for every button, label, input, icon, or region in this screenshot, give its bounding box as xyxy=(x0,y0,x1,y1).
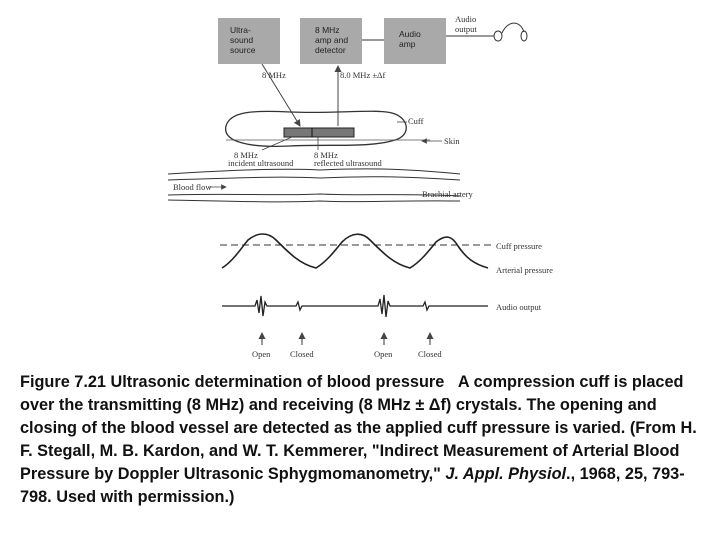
audio-output-block: Audio output xyxy=(455,14,477,34)
audio-amp-line-2: amp xyxy=(399,39,416,49)
closed-label-2: Closed xyxy=(418,349,442,359)
transducer-crystals xyxy=(283,127,355,138)
blood-flow-label: Blood flow xyxy=(173,182,212,192)
closed-marker-1: Closed xyxy=(290,332,314,359)
amp-detector-block: 8 MHz amp and detector xyxy=(300,18,362,64)
open-label-1: Open xyxy=(252,349,271,359)
open-marker-1: Open xyxy=(252,332,271,359)
reflected-label-1: 8 MHz xyxy=(314,150,338,160)
blood-pressure-diagram: Ultra- sound source 8 MHz amp and detect… xyxy=(167,14,553,359)
closed-label-1: Closed xyxy=(290,349,314,359)
figure-caption: Figure 7.21 Ultrasonic determination of … xyxy=(20,371,710,509)
audio-output-line-1: Audio xyxy=(455,14,476,24)
arterial-pressure-trace xyxy=(221,233,489,269)
amp-detector-line-2: amp and xyxy=(315,35,348,45)
open-marker-2: Open xyxy=(374,332,393,359)
open-label-2: Open xyxy=(374,349,393,359)
ultrasound-source-line-2: sound xyxy=(230,35,253,45)
skin-label: Skin xyxy=(444,136,460,146)
caption-heading: Figure 7.21 Ultrasonic determination of … xyxy=(20,373,445,391)
ultrasound-source-line-3: source xyxy=(230,45,256,55)
amp-detector-line-3: detector xyxy=(315,45,346,55)
arterial-pressure-label: Arterial pressure xyxy=(496,265,553,275)
caption-journal: J. Appl. Physiol xyxy=(445,465,567,483)
audio-output-trace xyxy=(222,294,488,318)
freq-reflected-label: 8.0 MHz ±Δf xyxy=(340,70,385,80)
audio-output-line-2: output xyxy=(455,24,477,34)
audio-output-trace-label: Audio output xyxy=(496,302,542,312)
brachial-artery xyxy=(167,168,461,203)
incident-label-1: 8 MHz xyxy=(234,150,258,160)
caption-text: A compression cuff is placed over the tr… xyxy=(20,373,697,483)
cuff-pressure-label: Cuff pressure xyxy=(496,241,542,251)
headphone-icon xyxy=(478,22,528,42)
incident-signal-arrow xyxy=(261,63,301,127)
brachial-artery-label: Brachial artery xyxy=(422,189,473,199)
cuff-shape xyxy=(225,110,407,148)
freq-incident-label: 8 MHz xyxy=(262,70,286,80)
reflected-label-2: reflected ultrasound xyxy=(314,158,382,168)
audio-amp-line-1: Audio xyxy=(399,29,421,39)
ultrasound-source-block: Ultra- sound source xyxy=(218,18,280,64)
amp-detector-line-1: 8 MHz xyxy=(315,25,340,35)
incident-label-2: incident ultrasound xyxy=(228,158,294,168)
cuff-label: Cuff xyxy=(408,116,424,126)
ultrasound-source-line-1: Ultra- xyxy=(230,25,251,35)
audio-amp-block: Audio amp xyxy=(384,18,446,64)
caption-text-end: ., 1968, 25, 793-798. Used with permissi… xyxy=(20,465,685,506)
closed-marker-2: Closed xyxy=(418,332,442,359)
